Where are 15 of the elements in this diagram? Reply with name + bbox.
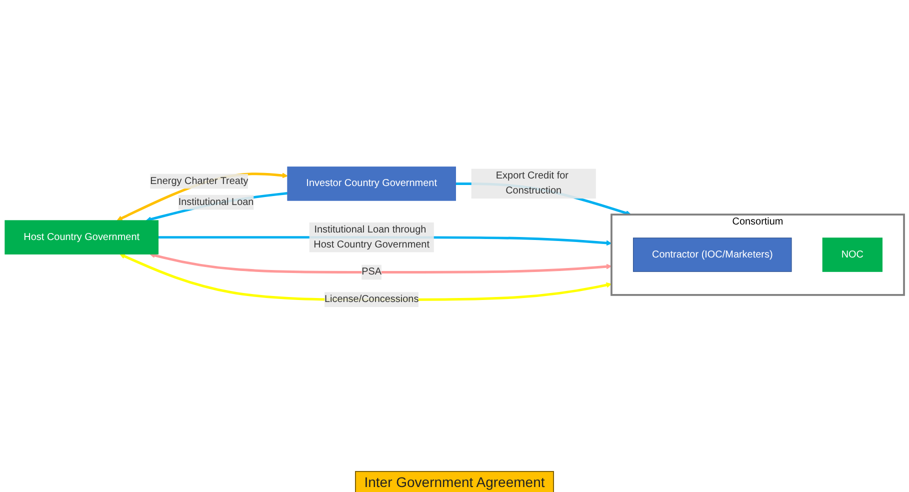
node-box: Contractor (IOC/Marketers) [632, 238, 792, 272]
arrow [150, 252, 612, 274]
edge-label: Energy Charter Treaty [150, 176, 248, 186]
arrow [146, 192, 288, 222]
edge-label: License/Concessions [324, 294, 419, 305]
arrow [116, 172, 288, 221]
edge-label: Institutional Loan [178, 196, 254, 208]
node-box: Investor Country Government [287, 166, 456, 201]
arrow-caption: Inter Government Agreement [355, 471, 554, 492]
edge-label: Institutional Loan through Host Country Government [314, 224, 430, 250]
node-box: Host Country Government [4, 220, 159, 254]
node-box: NOC [822, 238, 883, 272]
edge-label: PSA [362, 266, 382, 278]
arrow [120, 254, 612, 301]
edge-label: Export Credit for Construction [496, 170, 568, 196]
